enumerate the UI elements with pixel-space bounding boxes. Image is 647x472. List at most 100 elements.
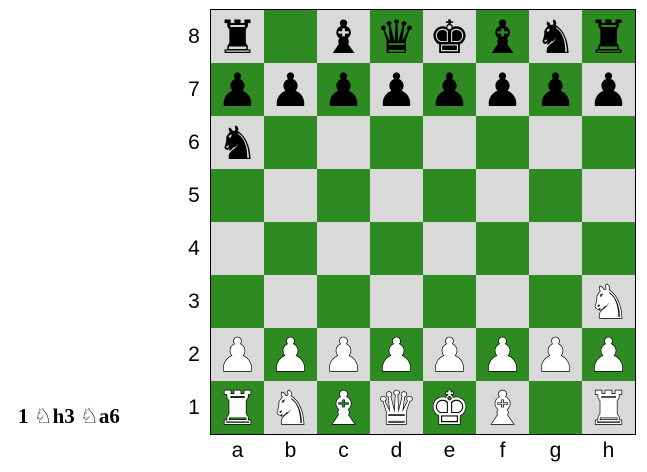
square-c2[interactable]: ♟ [317,328,370,381]
black-bishop-icon[interactable]: ♝ [482,14,523,60]
square-g1[interactable] [529,381,582,434]
white-queen-icon[interactable]: ♛ [376,385,417,431]
square-g5[interactable] [529,169,582,222]
black-pawn-icon[interactable]: ♟ [588,67,629,113]
square-d1[interactable]: ♛ [370,381,423,434]
square-b3[interactable] [264,275,317,328]
square-e8[interactable]: ♚ [423,10,476,63]
square-g8[interactable]: ♞ [529,10,582,63]
black-pawn-icon[interactable]: ♟ [535,67,576,113]
square-e2[interactable]: ♟ [423,328,476,381]
square-b6[interactable] [264,116,317,169]
white-bishop-icon[interactable]: ♝ [482,385,523,431]
square-b1[interactable]: ♞ [264,381,317,434]
white-pawn-icon[interactable]: ♟ [217,332,258,378]
square-f8[interactable]: ♝ [476,10,529,63]
square-h5[interactable] [582,169,635,222]
square-g2[interactable]: ♟ [529,328,582,381]
square-a5[interactable] [211,169,264,222]
square-d2[interactable]: ♟ [370,328,423,381]
white-rook-icon[interactable]: ♜ [217,385,258,431]
square-c3[interactable] [317,275,370,328]
square-f5[interactable] [476,169,529,222]
square-e7[interactable]: ♟ [423,63,476,116]
square-h8[interactable]: ♜ [582,10,635,63]
square-a7[interactable]: ♟ [211,63,264,116]
square-f2[interactable]: ♟ [476,328,529,381]
black-bishop-icon[interactable]: ♝ [323,14,364,60]
square-b2[interactable]: ♟ [264,328,317,381]
black-pawn-icon[interactable]: ♟ [482,67,523,113]
square-f7[interactable]: ♟ [476,63,529,116]
square-e4[interactable] [423,222,476,275]
black-rook-icon[interactable]: ♜ [217,14,258,60]
white-knight-icon[interactable]: ♞ [588,279,629,325]
white-king-icon[interactable]: ♚ [429,385,470,431]
square-d4[interactable] [370,222,423,275]
white-pawn-icon[interactable]: ♟ [270,332,311,378]
square-g7[interactable]: ♟ [529,63,582,116]
square-h7[interactable]: ♟ [582,63,635,116]
black-pawn-icon[interactable]: ♟ [429,67,470,113]
black-pawn-icon[interactable]: ♟ [323,67,364,113]
square-b4[interactable] [264,222,317,275]
black-knight-icon[interactable]: ♞ [535,14,576,60]
square-c8[interactable]: ♝ [317,10,370,63]
white-pawn-icon[interactable]: ♟ [535,332,576,378]
square-f1[interactable]: ♝ [476,381,529,434]
square-g4[interactable] [529,222,582,275]
square-h6[interactable] [582,116,635,169]
square-c7[interactable]: ♟ [317,63,370,116]
white-pawn-icon[interactable]: ♟ [429,332,470,378]
square-b8[interactable] [264,10,317,63]
square-d5[interactable] [370,169,423,222]
file-label-g: g [529,436,582,466]
square-g6[interactable] [529,116,582,169]
white-pawn-icon[interactable]: ♟ [323,332,364,378]
square-a4[interactable] [211,222,264,275]
black-move-piece: ♘ [80,404,99,428]
square-e1[interactable]: ♚ [423,381,476,434]
square-h3[interactable]: ♞ [582,275,635,328]
square-c4[interactable] [317,222,370,275]
black-knight-icon[interactable]: ♞ [217,120,258,166]
square-b7[interactable]: ♟ [264,63,317,116]
rank-label-6: 6 [184,116,204,169]
square-a8[interactable]: ♜ [211,10,264,63]
square-h1[interactable]: ♜ [582,381,635,434]
white-pawn-icon[interactable]: ♟ [376,332,417,378]
black-pawn-icon[interactable]: ♟ [376,67,417,113]
white-pawn-icon[interactable]: ♟ [588,332,629,378]
white-bishop-icon[interactable]: ♝ [323,385,364,431]
square-c6[interactable] [317,116,370,169]
black-pawn-icon[interactable]: ♟ [217,67,258,113]
black-pawn-icon[interactable]: ♟ [270,67,311,113]
white-pawn-icon[interactable]: ♟ [482,332,523,378]
square-b5[interactable] [264,169,317,222]
square-f3[interactable] [476,275,529,328]
square-a2[interactable]: ♟ [211,328,264,381]
black-king-icon[interactable]: ♚ [429,14,470,60]
rank-label-8: 8 [184,10,204,63]
square-c5[interactable] [317,169,370,222]
square-e3[interactable] [423,275,476,328]
black-queen-icon[interactable]: ♛ [376,14,417,60]
white-rook-icon[interactable]: ♜ [588,385,629,431]
square-c1[interactable]: ♝ [317,381,370,434]
square-d6[interactable] [370,116,423,169]
square-a1[interactable]: ♜ [211,381,264,434]
square-g3[interactable] [529,275,582,328]
square-d7[interactable]: ♟ [370,63,423,116]
white-knight-icon[interactable]: ♞ [270,385,311,431]
square-d3[interactable] [370,275,423,328]
square-h2[interactable]: ♟ [582,328,635,381]
black-rook-icon[interactable]: ♜ [588,14,629,60]
square-d8[interactable]: ♛ [370,10,423,63]
square-f4[interactable] [476,222,529,275]
square-a6[interactable]: ♞ [211,116,264,169]
square-f6[interactable] [476,116,529,169]
square-e6[interactable] [423,116,476,169]
square-a3[interactable] [211,275,264,328]
square-h4[interactable] [582,222,635,275]
square-e5[interactable] [423,169,476,222]
